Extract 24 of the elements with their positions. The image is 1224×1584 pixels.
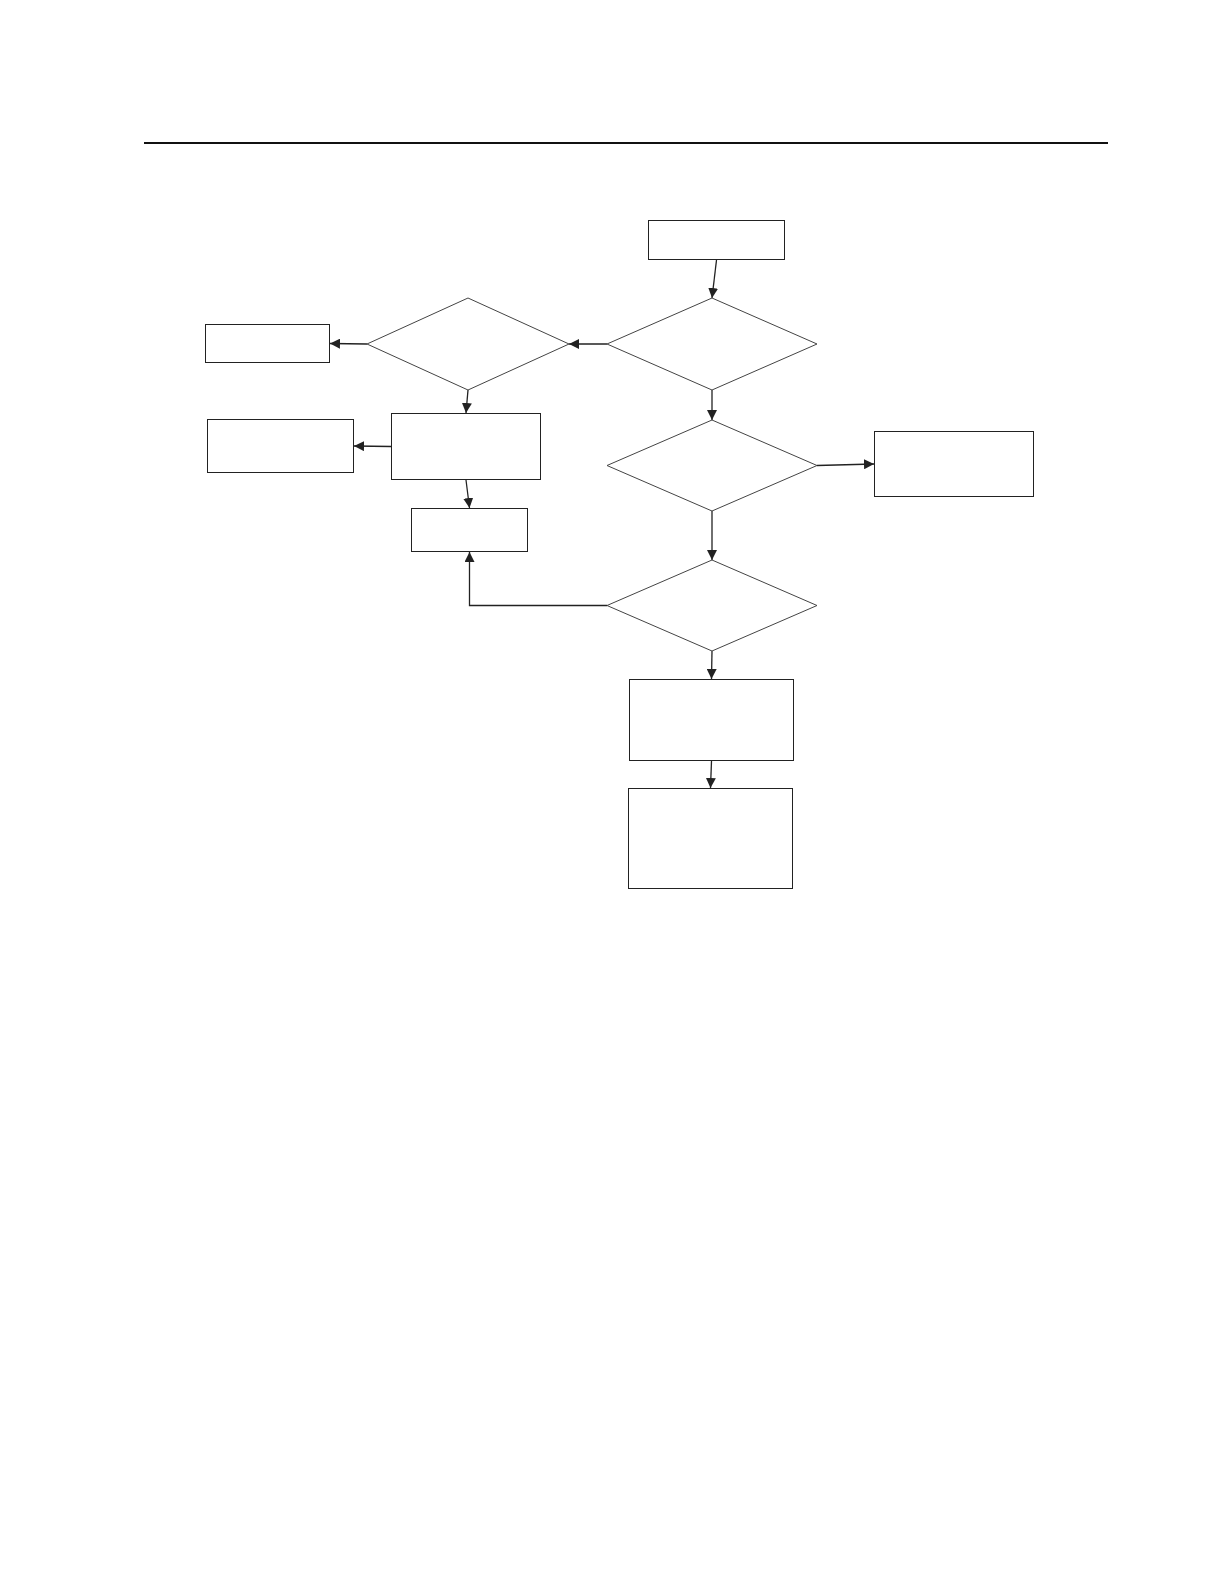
- arrow: [705, 760, 716, 789]
- process-box: [391, 413, 541, 480]
- decision-diamond: [607, 298, 817, 390]
- arrow: [463, 479, 474, 509]
- arrow: [706, 650, 717, 680]
- arrow: [568, 339, 608, 349]
- arrow: [353, 441, 392, 452]
- decision-diamond: [367, 298, 569, 390]
- process-box: [874, 431, 1034, 497]
- arrow: [329, 338, 368, 349]
- arrow: [816, 459, 875, 470]
- arrow: [707, 389, 717, 421]
- process-box: [628, 788, 793, 889]
- process-box: [205, 324, 330, 363]
- arrow: [464, 551, 608, 607]
- arrow: [461, 389, 472, 414]
- decision-diamond: [607, 560, 817, 651]
- arrow: [707, 510, 717, 561]
- process-box: [648, 220, 785, 260]
- decision-diamond: [607, 420, 817, 511]
- process-box: [629, 679, 794, 761]
- process-box: [207, 419, 354, 473]
- process-box: [411, 508, 528, 552]
- arrow: [708, 259, 719, 299]
